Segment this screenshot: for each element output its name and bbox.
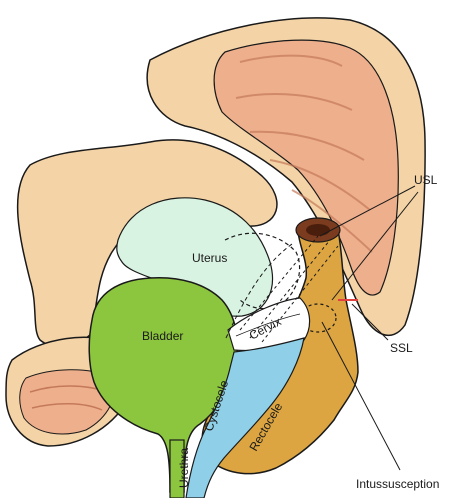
intussusception-label: Intussusception [356, 477, 439, 491]
bladder-label: Bladder [142, 329, 183, 343]
ssl-label: SSL [390, 341, 413, 355]
usl-label: USL [414, 173, 438, 187]
urethra-label: Urethra [177, 448, 191, 488]
uterus-label: Uterus [192, 251, 227, 265]
